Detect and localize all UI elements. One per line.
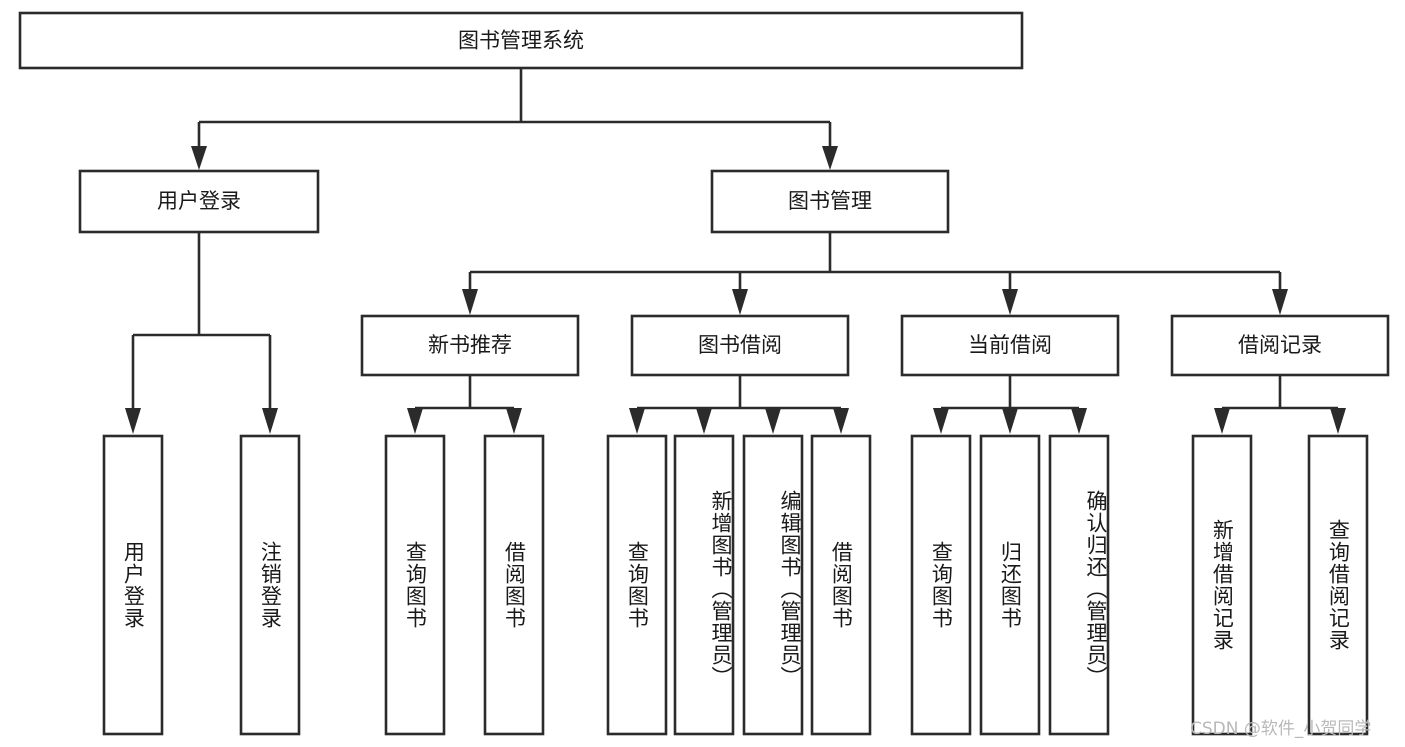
leaf-box-query-book-3[interactable]	[910, 434, 972, 736]
leaf-box-return-book[interactable]	[979, 434, 1041, 736]
leaf-box-query-book-1[interactable]	[384, 434, 446, 736]
node-book-management-label: 图书管理	[788, 189, 872, 213]
arrowhead-bm-to-borrow-record	[1272, 289, 1288, 315]
node-user-login-label: 用户登录	[157, 189, 241, 213]
node-book-borrow-box[interactable]	[630, 314, 850, 377]
arrowhead-book-borrow-leaf-3	[833, 408, 849, 434]
arrowhead-bm-to-current-borrow	[1002, 289, 1018, 315]
arrowhead-bm-to-new-book	[462, 289, 478, 315]
arrowhead-book-borrow-leaf-1	[696, 408, 712, 434]
leaf-box-logout-login[interactable]	[239, 434, 301, 736]
leaf-box-borrow-book-2[interactable]	[810, 434, 872, 736]
node-root-box[interactable]	[18, 11, 1024, 70]
arrowhead-root-to-user-login	[191, 146, 207, 170]
arrowhead-book-borrow-leaf-2	[765, 408, 781, 434]
arrowhead-current-borrow-leaf-2	[1071, 408, 1087, 434]
node-book-management-box[interactable]	[710, 169, 950, 234]
arrowhead-new-book-leaf-1	[506, 408, 522, 434]
arrowhead-book-borrow-leaf-0	[629, 408, 645, 434]
arrowhead-user-login-leaf-1	[262, 408, 278, 434]
leaf-box-add-book-admin[interactable]	[673, 434, 735, 736]
leaf-box-query-book-2[interactable]	[606, 434, 668, 736]
node-root-label: 图书管理系统	[458, 29, 584, 53]
arrowhead-bm-to-book-borrow	[732, 289, 748, 315]
node-new-book-recommend-box[interactable]	[360, 314, 580, 377]
leaf-box-add-borrow-record[interactable]	[1191, 434, 1253, 736]
arrowhead-user-login-leaf-0	[125, 408, 141, 434]
arrowhead-root-to-book-management	[822, 146, 838, 170]
node-current-borrow-box[interactable]	[900, 314, 1120, 377]
node-borrow-record-box[interactable]	[1170, 314, 1390, 377]
arrowhead-new-book-leaf-0	[407, 408, 423, 434]
leaf-box-query-borrow-record[interactable]	[1307, 434, 1369, 736]
leaf-box-edit-book-admin[interactable]	[742, 434, 804, 736]
node-new-book-recommend-label: 新书推荐	[428, 333, 512, 357]
leaf-box-confirm-return-admin[interactable]	[1048, 434, 1110, 736]
node-book-borrow-label: 图书借阅	[698, 333, 782, 357]
arrowhead-current-borrow-leaf-1	[1002, 408, 1018, 434]
arrowhead-borrow-record-leaf-1	[1330, 408, 1346, 434]
arrowhead-current-borrow-leaf-0	[933, 408, 949, 434]
leaf-box-user-login[interactable]	[102, 434, 164, 736]
node-current-borrow-label: 当前借阅	[968, 333, 1052, 357]
node-borrow-record-label: 借阅记录	[1238, 333, 1322, 357]
leaf-box-borrow-book-1[interactable]	[483, 434, 545, 736]
arrowhead-borrow-record-leaf-0	[1214, 408, 1230, 434]
csdn-watermark: CSDN @软件_小贺同学	[1190, 719, 1372, 739]
